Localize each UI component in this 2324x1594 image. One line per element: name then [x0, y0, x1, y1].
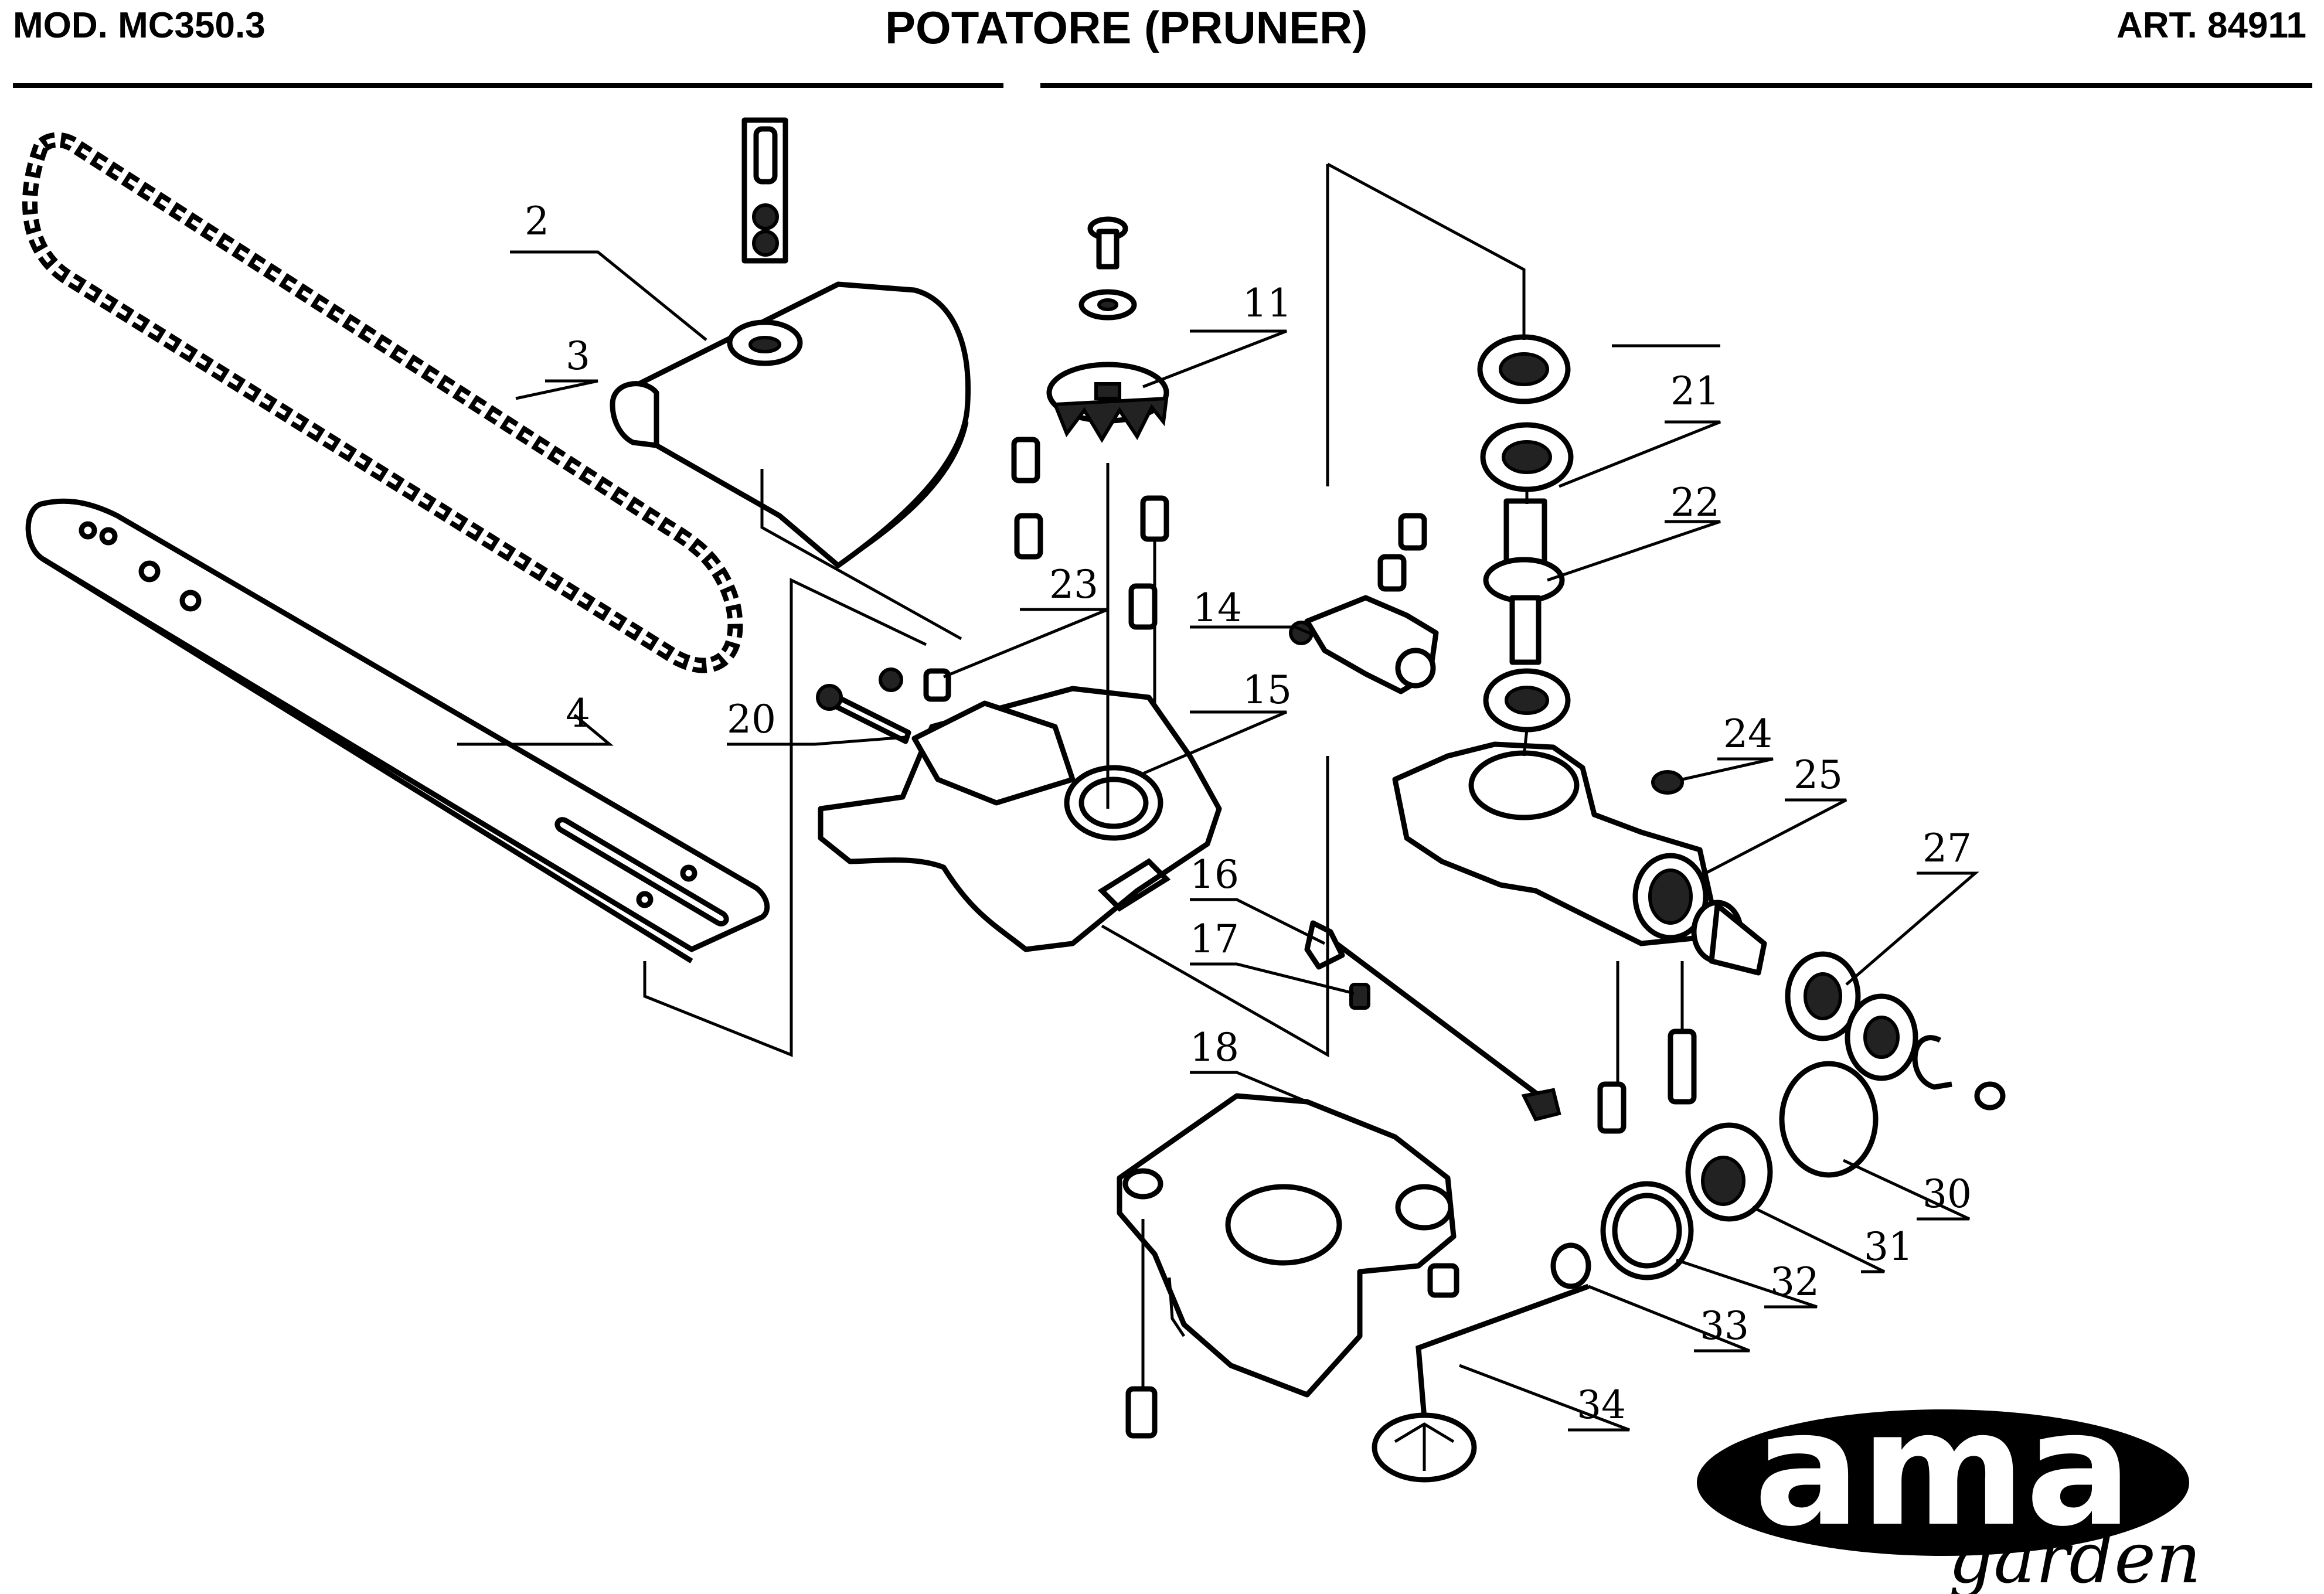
callout-22: 22	[1670, 480, 1720, 525]
ama-garden-logo: ama garden	[1697, 1377, 2201, 1594]
part-3-saw-chain	[22, 132, 743, 673]
logo-brand: ama	[1754, 1377, 2132, 1561]
article-number: ART. 84911	[2117, 5, 2306, 46]
small-bolts	[1011, 437, 1427, 630]
callout-27: 27	[1923, 826, 1972, 871]
part-4-guide-bar	[25, 498, 770, 963]
callout-21: 21	[1670, 369, 1720, 414]
part-34-hex-key	[1372, 1283, 1590, 1483]
callout-11: 11	[1243, 281, 1292, 326]
header: MOD. MC350.3 POTATORE (PRUNER) ART. 8491…	[0, 0, 2324, 94]
callout-2: 2	[525, 199, 549, 244]
callout-34: 34	[1577, 1382, 1626, 1428]
model-number: MOD. MC350.3	[13, 5, 266, 46]
callout-31: 31	[1864, 1224, 1913, 1269]
leader-lines	[457, 250, 1979, 1432]
callout-20: 20	[727, 697, 776, 742]
part-25-gear-housing	[1392, 741, 1714, 946]
header-rule-right	[1040, 83, 2312, 88]
part-11-sprocket	[1046, 216, 1169, 443]
part-2-cover	[610, 281, 971, 568]
part-15-chain-plate	[818, 686, 1222, 952]
part-21-22-bearings-shaft	[1477, 334, 1574, 733]
callout-32: 32	[1770, 1259, 1819, 1305]
part-20-23-tensioner	[816, 667, 951, 744]
assembly-guide-lines	[643, 162, 1684, 1389]
part-14-block	[1289, 595, 1439, 694]
part-18-lower-housing	[1117, 1093, 1459, 1439]
header-rule-left	[13, 83, 1003, 88]
callout-3: 3	[566, 333, 590, 379]
callout-30: 30	[1923, 1171, 1972, 1217]
callout-16: 16	[1190, 852, 1239, 897]
callout-25: 25	[1794, 752, 1843, 798]
callout-24: 24	[1723, 711, 1772, 757]
callout-23: 23	[1049, 562, 1098, 607]
bolt-stack	[741, 117, 788, 264]
callout-4: 4	[566, 691, 590, 736]
callout-33: 33	[1700, 1303, 1749, 1348]
callout-labels: 2 3 4 11 14 15 16 17 18 20 21 22 23 24 2…	[525, 199, 1972, 1428]
callout-15: 15	[1243, 667, 1292, 713]
part-27-30-33-drive-parts	[1550, 900, 2006, 1289]
page-title: POTATORE (PRUNER)	[885, 2, 1368, 53]
housing-bolts	[1597, 1028, 1697, 1134]
callout-18: 18	[1190, 1025, 1239, 1070]
callout-17: 17	[1190, 917, 1239, 962]
logo-tagline: garden	[1949, 1518, 2201, 1594]
callout-14: 14	[1193, 585, 1242, 631]
part-16-17-lever	[1304, 920, 1561, 1122]
